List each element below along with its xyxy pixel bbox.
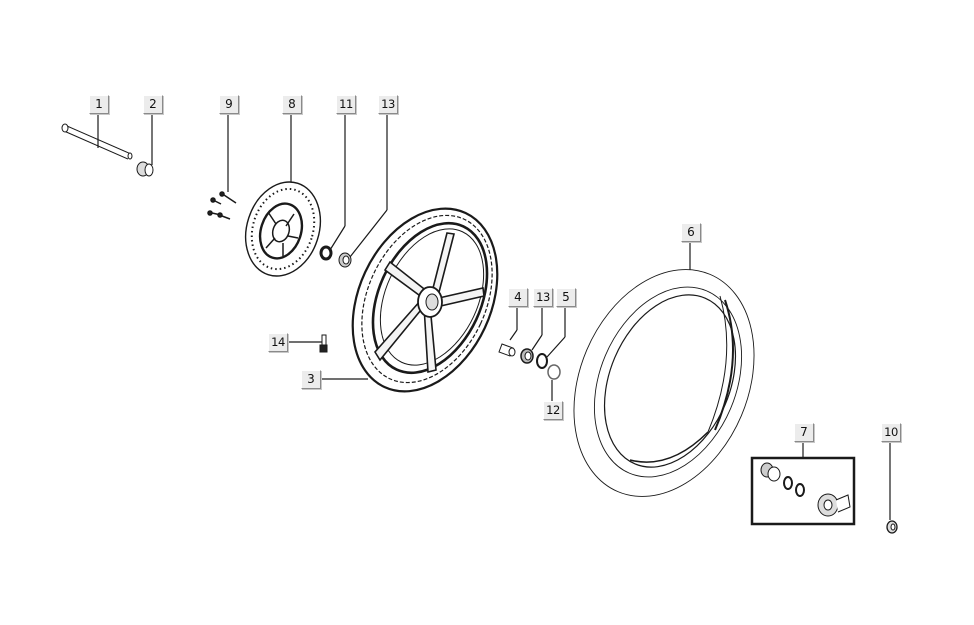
callout-13-bearing-right[interactable]: 13	[533, 288, 553, 307]
callout-13-bearing-left[interactable]: 13	[378, 95, 398, 114]
bolts-drawing	[207, 191, 237, 220]
seal-bearing-drawing	[319, 245, 352, 268]
callout-11-oil-seal[interactable]: 11	[336, 95, 356, 114]
wheel-rim-drawing	[351, 207, 499, 393]
axle-drawing	[61, 123, 133, 160]
leader-lines	[97, 113, 891, 520]
callout-8-brake-disc[interactable]: 8	[282, 95, 302, 114]
right-side-parts-drawing	[498, 343, 561, 380]
callout-4-spacer-tube[interactable]: 4	[508, 288, 528, 307]
callout-2-spacer[interactable]: 2	[143, 95, 163, 114]
callout-12-seal-ring[interactable]: 12	[543, 401, 563, 420]
callout-10-axle-nut[interactable]: 10	[881, 423, 901, 442]
valve-drawing	[319, 334, 328, 353]
spacer-drawing	[136, 161, 154, 177]
callout-14-valve[interactable]: 14	[268, 333, 288, 352]
callout-3-rim[interactable]: 3	[301, 370, 321, 389]
tire-drawing	[573, 269, 755, 497]
callout-9-bolts[interactable]: 9	[219, 95, 239, 114]
callout-6-tire[interactable]: 6	[681, 223, 701, 242]
axle-nut-drawing	[886, 520, 898, 534]
callout-7-speedo-kit[interactable]: 7	[794, 423, 814, 442]
callout-5-circlip[interactable]: 5	[556, 288, 576, 307]
brake-disc-drawing	[244, 181, 322, 277]
callout-1-axle[interactable]: 1	[89, 95, 109, 114]
speedo-kit-drawing	[750, 456, 856, 526]
